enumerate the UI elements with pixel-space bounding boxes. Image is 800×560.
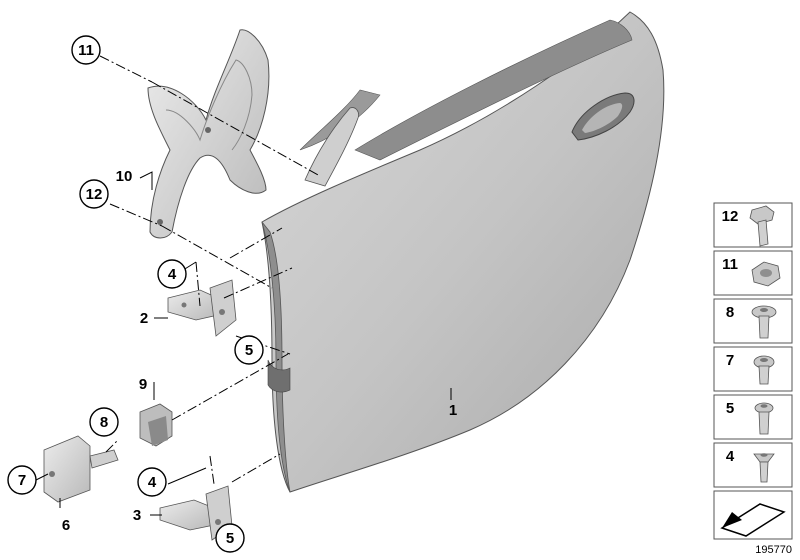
callout-1: 1 (449, 402, 457, 419)
callout-8: 8 (89, 407, 119, 437)
torx-collar-screw-icon (751, 305, 777, 339)
torx-countersunk-screw-icon (753, 453, 775, 483)
callout-12: 12 (79, 179, 109, 209)
callout-5-lower: 5 (215, 523, 245, 553)
direction-arrow-icon (720, 503, 786, 537)
legend-row-4-number: 4 (726, 448, 735, 465)
callout-8-label: 8 (100, 414, 108, 431)
callout-4-upper: 4 (157, 259, 187, 289)
legend-row-7: 7 (713, 346, 793, 392)
door-stop-buffer (139, 403, 173, 447)
legend-row-12-number: 12 (722, 208, 739, 225)
reinforcement-bracket (147, 29, 270, 239)
lower-hinge (159, 485, 233, 541)
callout-5-upper-label: 5 (245, 342, 253, 359)
hex-nut-icon (751, 261, 781, 287)
callout-3: 3 (133, 507, 141, 524)
legend-row-8: 8 (713, 298, 793, 344)
callout-9-label: 9 (139, 376, 147, 393)
legend-row-5-number: 5 (726, 400, 734, 417)
legend-arrow-box (713, 490, 793, 540)
hex-bolt-icon (749, 205, 775, 247)
legend-row-11-number: 11 (722, 256, 738, 273)
callout-5-upper: 5 (234, 335, 264, 365)
callout-3-label: 3 (133, 507, 141, 524)
callout-4-upper-label: 4 (168, 266, 177, 283)
callout-10: 10 (116, 168, 133, 185)
legend-row-12: 12 (713, 202, 793, 248)
callout-4-lower-label: 4 (148, 474, 157, 491)
callout-1-label: 1 (449, 402, 457, 419)
callout-2-label: 2 (140, 310, 148, 327)
callout-6: 6 (62, 517, 70, 534)
legend-row-4: 4 (713, 442, 793, 488)
fastener-legend: 12 11 8 7 (713, 202, 793, 540)
callout-11: 11 (71, 35, 101, 65)
door-handle-recess (571, 92, 635, 141)
door-inner-bracket (304, 107, 359, 187)
door-check-strap (43, 435, 119, 503)
callout-7-label: 7 (18, 472, 26, 489)
callout-9: 9 (139, 376, 147, 393)
torx-screw-icon (754, 402, 774, 435)
callout-6-label: 6 (62, 517, 70, 534)
callout-12-label: 12 (86, 186, 103, 203)
callout-2: 2 (140, 310, 148, 327)
diagram-id: 195770 (755, 544, 792, 556)
callout-10-label: 10 (116, 168, 133, 185)
legend-row-11: 11 (713, 250, 793, 296)
legend-row-7-number: 7 (726, 352, 734, 369)
callout-11-label: 11 (78, 42, 94, 59)
leader-lines (99, 55, 321, 485)
upper-hinge (167, 279, 237, 337)
callout-5-lower-label: 5 (226, 530, 234, 547)
legend-row-8-number: 8 (726, 304, 734, 321)
callout-4-lower: 4 (137, 467, 167, 497)
callout-7: 7 (7, 465, 37, 495)
legend-row-5: 5 (713, 394, 793, 440)
torx-pan-screw-icon (753, 355, 775, 385)
door-shell (261, 11, 665, 493)
